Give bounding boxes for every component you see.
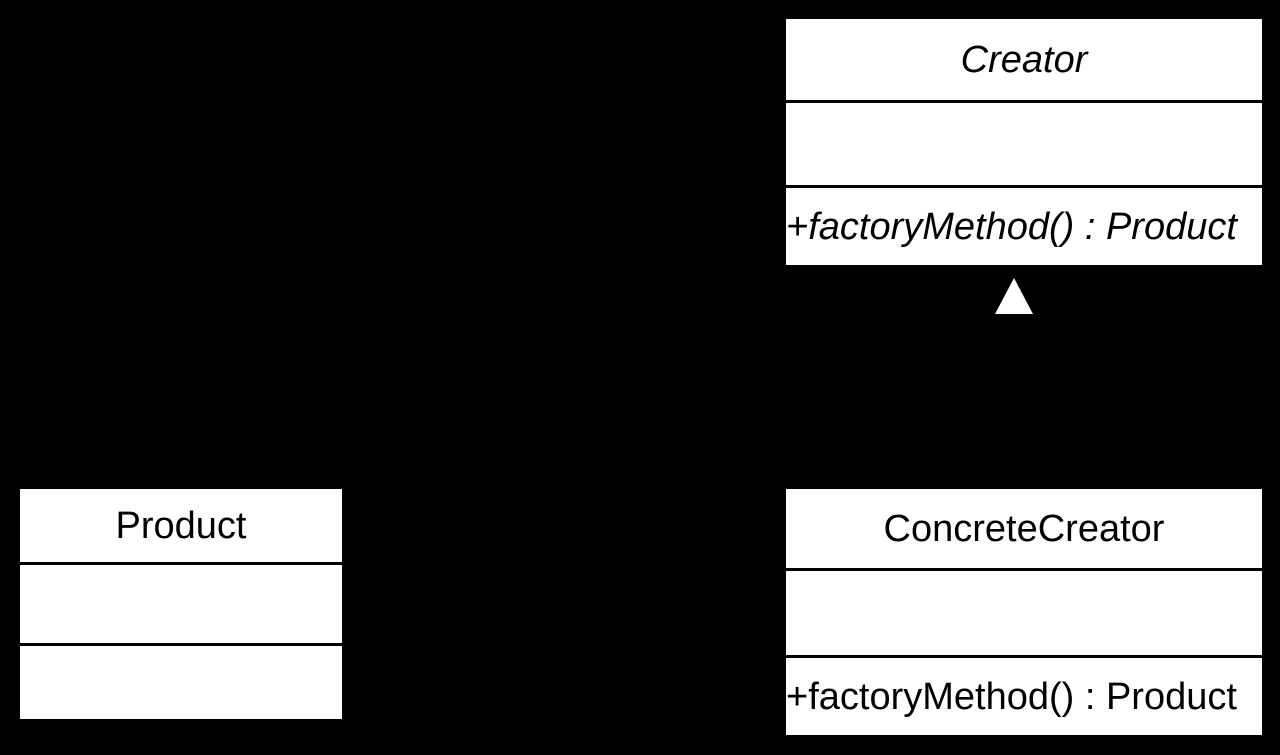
class-box-concrete-creator: ConcreteCreator +factoryMethod() : Produ… [783, 486, 1265, 738]
class-box-creator: Creator +factoryMethod() : Product [783, 16, 1265, 268]
class-box-product: Product [17, 486, 345, 722]
class-name-concrete-creator: ConcreteCreator [786, 489, 1262, 571]
class-name-product: Product [20, 489, 342, 565]
generalization-triangle-icon [995, 278, 1033, 314]
class-method-concrete-creator: +factoryMethod() : Product [786, 675, 1237, 718]
class-name-creator: Creator [786, 19, 1262, 103]
class-attributes-product [20, 565, 342, 646]
class-method-product [20, 646, 342, 719]
class-attributes-creator [786, 103, 1262, 188]
class-method-creator: +factoryMethod() : Product [786, 205, 1237, 248]
class-attributes-concrete-creator [786, 571, 1262, 658]
